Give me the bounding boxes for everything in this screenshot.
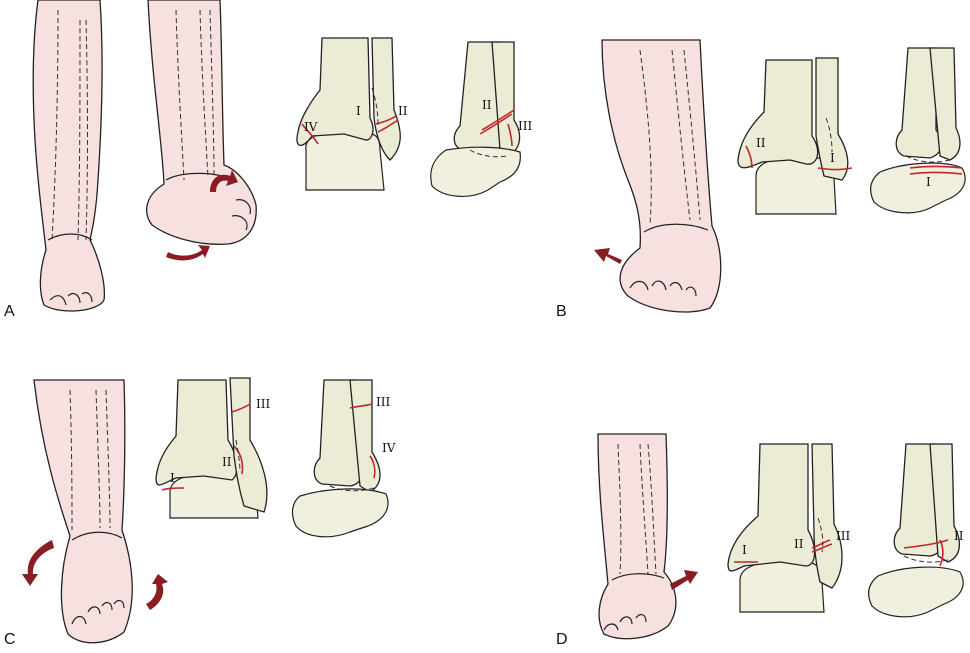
label-b-i-lateral: I [926,175,931,189]
label-d-ii: II [794,537,804,551]
panel-c-lateral-view [291,379,389,538]
label-a-ii: II [398,104,408,118]
panel-c-mortise-view [155,377,268,519]
panel-c-leg [33,379,133,644]
panel-a-leg-side [146,0,257,245]
panel-a: IV I II II III A [4,0,532,320]
label-d-iii: III [836,529,850,543]
panel-a-lateral-view [430,41,521,197]
panel-b-arrow [594,248,622,264]
label-d-ii-lateral: II [954,529,964,543]
label-a-ii-lateral: II [482,98,492,112]
label-a-i: I [356,104,361,118]
label-c-iii-lateral: III [376,395,390,409]
label-c-iv: IV [382,441,396,455]
panel-a-leg-front [32,0,106,312]
label-a-iv: IV [304,120,318,134]
panel-d-leg [597,433,677,640]
panel-d: I II III II D [556,433,964,648]
panel-a-arrows [166,170,238,261]
panel-b-leg [601,39,722,313]
panel-d-lateral-view [868,443,964,618]
panel-c: III I II III IV C [4,377,396,648]
panel-d-arrow [670,570,698,590]
label-b-i: I [830,151,835,165]
panel-a-mortise-view [296,37,401,191]
panel-letter-a: A [4,303,15,320]
label-a-iii: III [518,119,532,133]
label-b-ii: II [756,136,766,150]
panel-d-mortise-view [727,443,843,613]
label-c-iii: III [256,397,270,411]
panel-letter-b: B [556,303,567,320]
label-c-i: I [170,471,175,485]
panel-b-mortise-view [737,57,853,215]
panel-b: II I I B [556,39,966,320]
label-d-i: I [742,543,747,557]
panel-b-lateral-view [870,47,966,214]
panel-letter-c: C [4,631,16,648]
label-c-ii: II [222,455,232,469]
panel-c-arrows [22,540,168,610]
panel-letter-d: D [556,631,568,648]
